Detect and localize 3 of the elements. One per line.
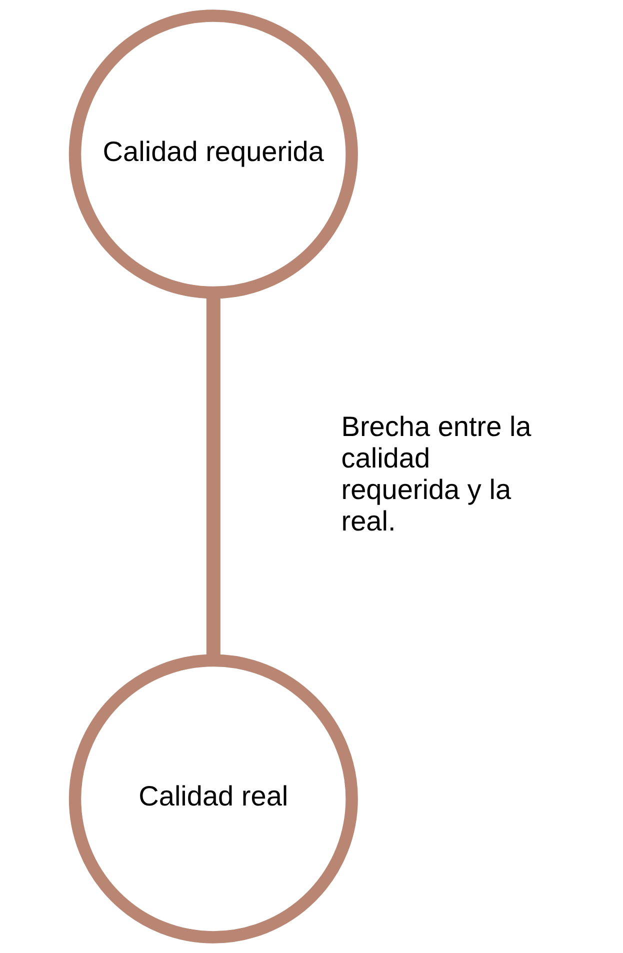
- node-circle: Calidad requerida: [68, 10, 358, 299]
- label: Brecha entre la calidad requerida y la real.: [341, 410, 532, 536]
- node-circle: Calidad real: [68, 654, 358, 944]
